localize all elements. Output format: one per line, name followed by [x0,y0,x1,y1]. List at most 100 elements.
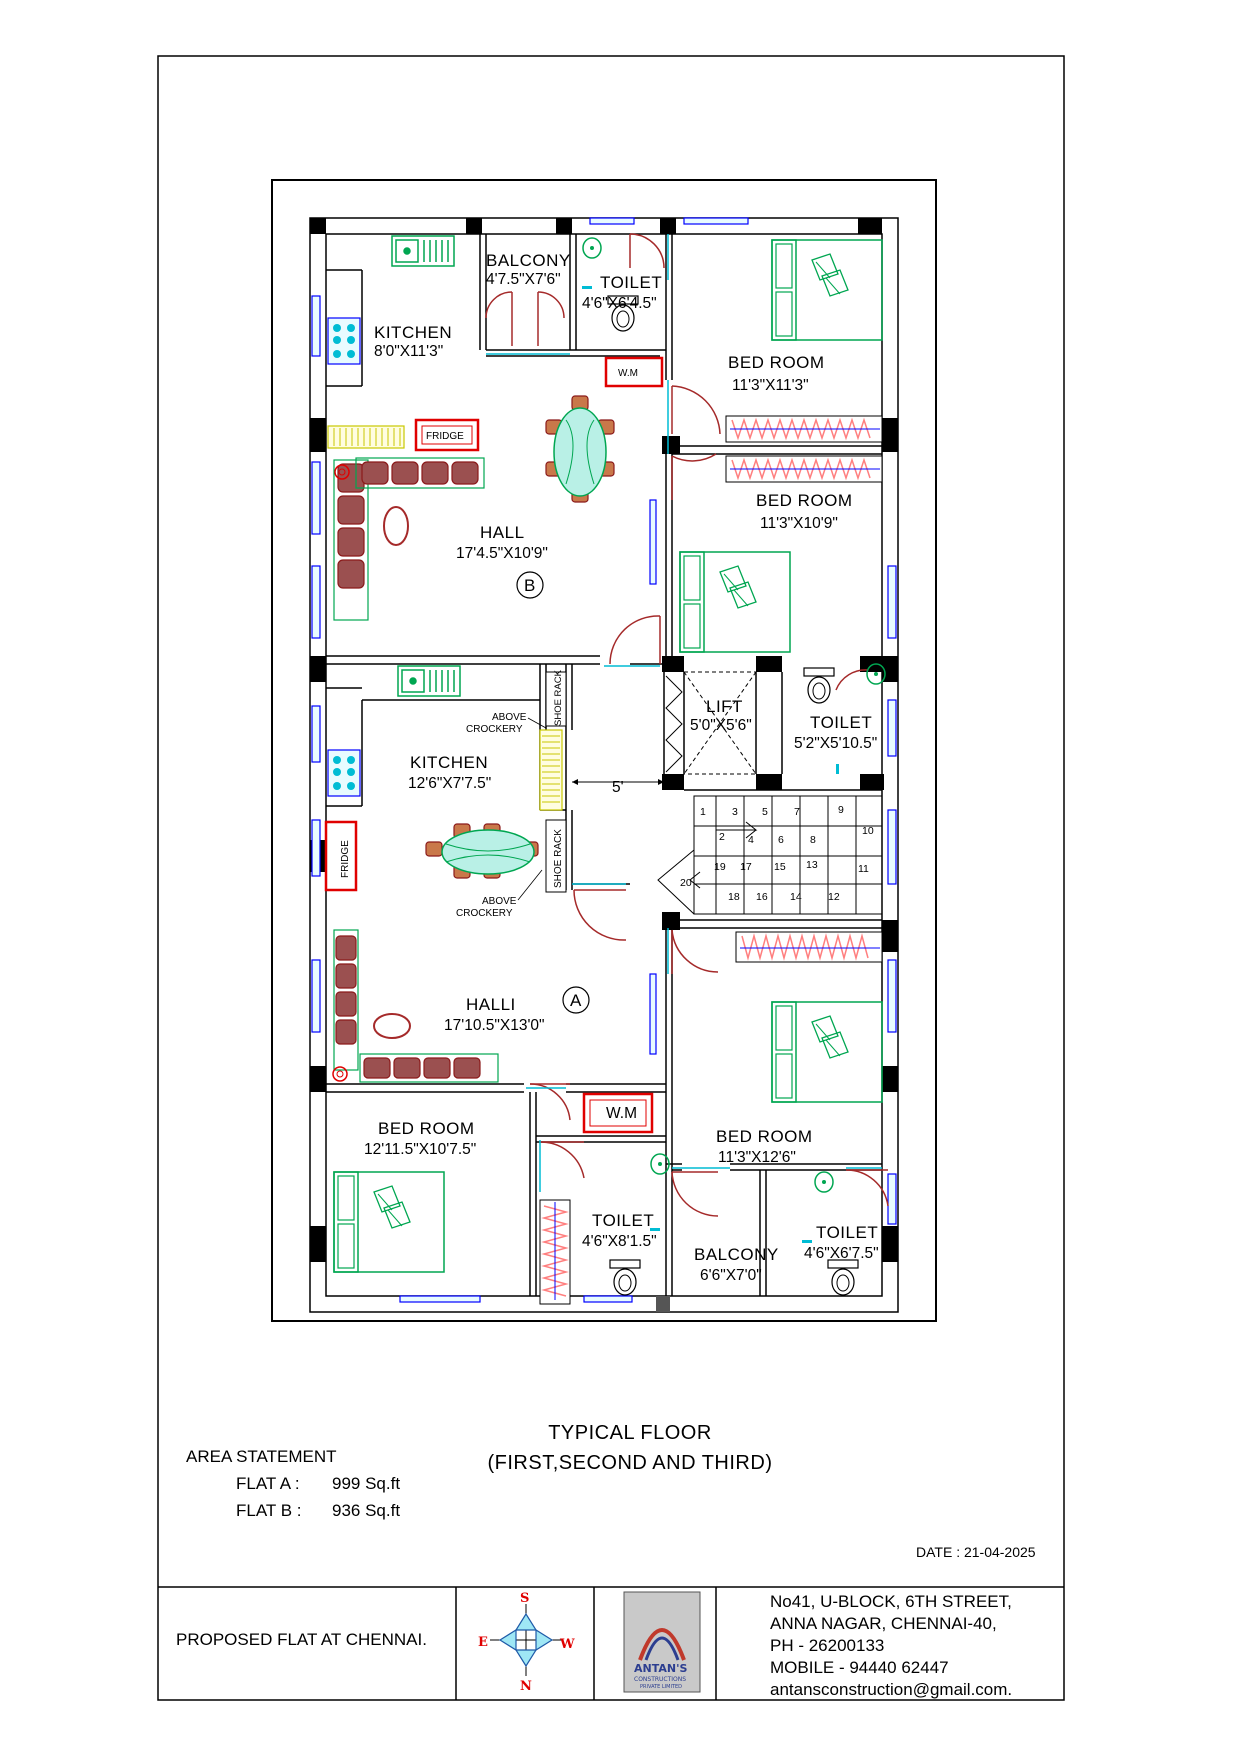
crockery-bottom-label: CROCKERY [456,908,513,919]
hall-b-dim: 17'4.5"X10'9" [456,545,548,562]
area-flat-b-label: FLAT B : [236,1501,302,1520]
bed-b2-name: BED ROOM [756,491,853,510]
corridor-width-label: 5' [612,779,624,796]
bed-a2-name: BED ROOM [716,1127,813,1146]
compass-w: W [559,1637,575,1652]
step-10: 10 [862,825,874,837]
wm-b-label: W.M [618,368,638,379]
bed-b1-name: BED ROOM [728,353,825,372]
drawing-subtitle: (FIRST,SECOND AND THIRD) [487,1452,773,1474]
step-12: 12 [828,891,840,903]
balcony-a-name: BALCONY [694,1245,779,1264]
drawing-date: DATE : 21-04-2025 [916,1544,1036,1560]
sofa-set-a [332,929,499,1083]
toilet-a1-dim: 4'6"X8'1.5" [582,1233,657,1250]
bed-b2-dim: 11'3"X10'9" [760,515,838,532]
toilet-lift-dim: 5'2"X5'10.5" [794,735,877,752]
step-13: 13 [806,859,818,871]
toilet-a1-name: TOILET [592,1211,654,1230]
area-flat-b-value: 936 Sq.ft [332,1501,401,1520]
address-email[interactable]: antansconstruction@gmail.com. [770,1680,1013,1699]
toilet-lift-name: TOILET [810,713,872,732]
bed-a2 [771,1001,883,1103]
step-3: 3 [732,806,738,818]
bed-b1-dim: 11'3"X11'3" [732,377,809,394]
taps [582,286,839,1243]
corridor-dimension: 5' [572,779,664,796]
staircase [657,795,883,915]
fixture-labels: W.M FRIDGE W.M FRIDGE SHOE RACK SHOE RAC… [340,368,638,1122]
basin-toilet-b [582,237,602,259]
fridge-a-label: FRIDGE [340,840,351,878]
address-line-2: ANNA NAGAR, CHENNAI-40, [770,1614,997,1633]
logo-brand: ANTAN'S [634,1662,687,1675]
flat-a-marker: A [570,991,582,1010]
step-8: 8 [810,834,816,846]
step-16: 16 [756,891,768,903]
step-18: 18 [728,891,740,903]
crockery-top-label: CROCKERY [466,724,523,735]
fridge-a [324,820,358,892]
fridge-b [414,418,480,452]
kitchen-a-sink [397,665,461,697]
crockery-rack [539,729,563,811]
hall-a-name: HALLI [466,995,516,1014]
area-flat-a-label: FLAT A : [236,1474,300,1493]
wardrobes [539,415,883,1305]
shoe-rack-top [545,671,567,727]
kitchen-a-dim: 12'6"X7'7.5" [408,775,491,792]
above-bottom-label: ABOVE [482,896,517,907]
compass-s: S [520,1591,529,1606]
kitchen-b-dim: 8'0"X11'3" [374,343,443,360]
bed-a1-name: BED ROOM [378,1119,475,1138]
bed-a2-dim: 11'3"X12'6" [718,1149,796,1166]
windows [311,217,897,1303]
address-phone: PH - 26200133 [770,1636,885,1655]
toilet-b-dim: 4'6"X6'4.5" [582,295,657,312]
flat-markers: B A [516,571,590,1014]
compass-n: N [520,1679,532,1694]
project-title: PROPOSED FLAT AT CHENNAI. [176,1630,427,1649]
bed-a1 [333,1171,445,1273]
compass-icon: S E W N [478,1591,575,1694]
sheet-border [157,55,1065,1701]
basin-toilet-a2 [814,1171,834,1193]
address-line-1: No41, U-BLOCK, 6TH STREET, [770,1592,1012,1611]
step-4: 4 [748,834,754,846]
balcony-b-dim: 4'7.5"X7'6" [486,271,561,288]
above-top-label: ABOVE [492,712,527,723]
bed-a1-dim: 12'11.5"X10'7.5" [364,1141,476,1158]
toilet-a2-name: TOILET [816,1223,878,1242]
kitchen-a-name: KITCHEN [410,753,488,772]
step-1: 1 [700,806,706,818]
hall-a-dim: 17'10.5"X13'0" [444,1017,545,1034]
area-statement-heading: AREA STATEMENT [186,1447,337,1466]
kitchen-a-hob [327,749,361,797]
step-17: 17 [740,861,752,873]
step-6: 6 [778,834,784,846]
washing-machine-b [604,356,664,388]
dining-set-a [425,823,539,879]
step-2: 2 [719,831,725,843]
shoe-rack-bottom-label: SHOE RACK [553,829,564,888]
bed-b2 [679,551,791,653]
balcony-a-dim: 6'6"X7'0" [700,1267,762,1284]
fridge-b-label: FRIDGE [426,431,464,442]
address-mobile: MOBILE - 94440 62447 [770,1658,949,1677]
flat-b-marker: B [524,576,536,595]
area-flat-a-value: 999 Sq.ft [332,1474,401,1493]
stair-numbers: 1 2 3 4 5 6 7 8 9 10 11 12 13 14 15 16 1… [680,804,874,903]
room-labels: KITCHEN 8'0"X11'3" BALCONY 4'7.5"X7'6" T… [364,251,879,1284]
step-19: 19 [714,861,726,873]
step-7: 7 [794,806,800,818]
shoe-rack-bottom [545,819,567,893]
kitchen-b-rack [327,425,405,449]
wc-toilet-a2 [827,1259,859,1296]
logo-sub2: PRIVATE LIMITED [640,1684,682,1690]
lift-dim: 5'0"X5'6" [690,717,752,734]
step-5: 5 [762,806,768,818]
company-logo: ANTAN'S CONSTRUCTIONS PRIVATE LIMITED [623,1591,701,1693]
plan-frame [271,179,937,1322]
kitchen-b-name: KITCHEN [374,323,452,342]
